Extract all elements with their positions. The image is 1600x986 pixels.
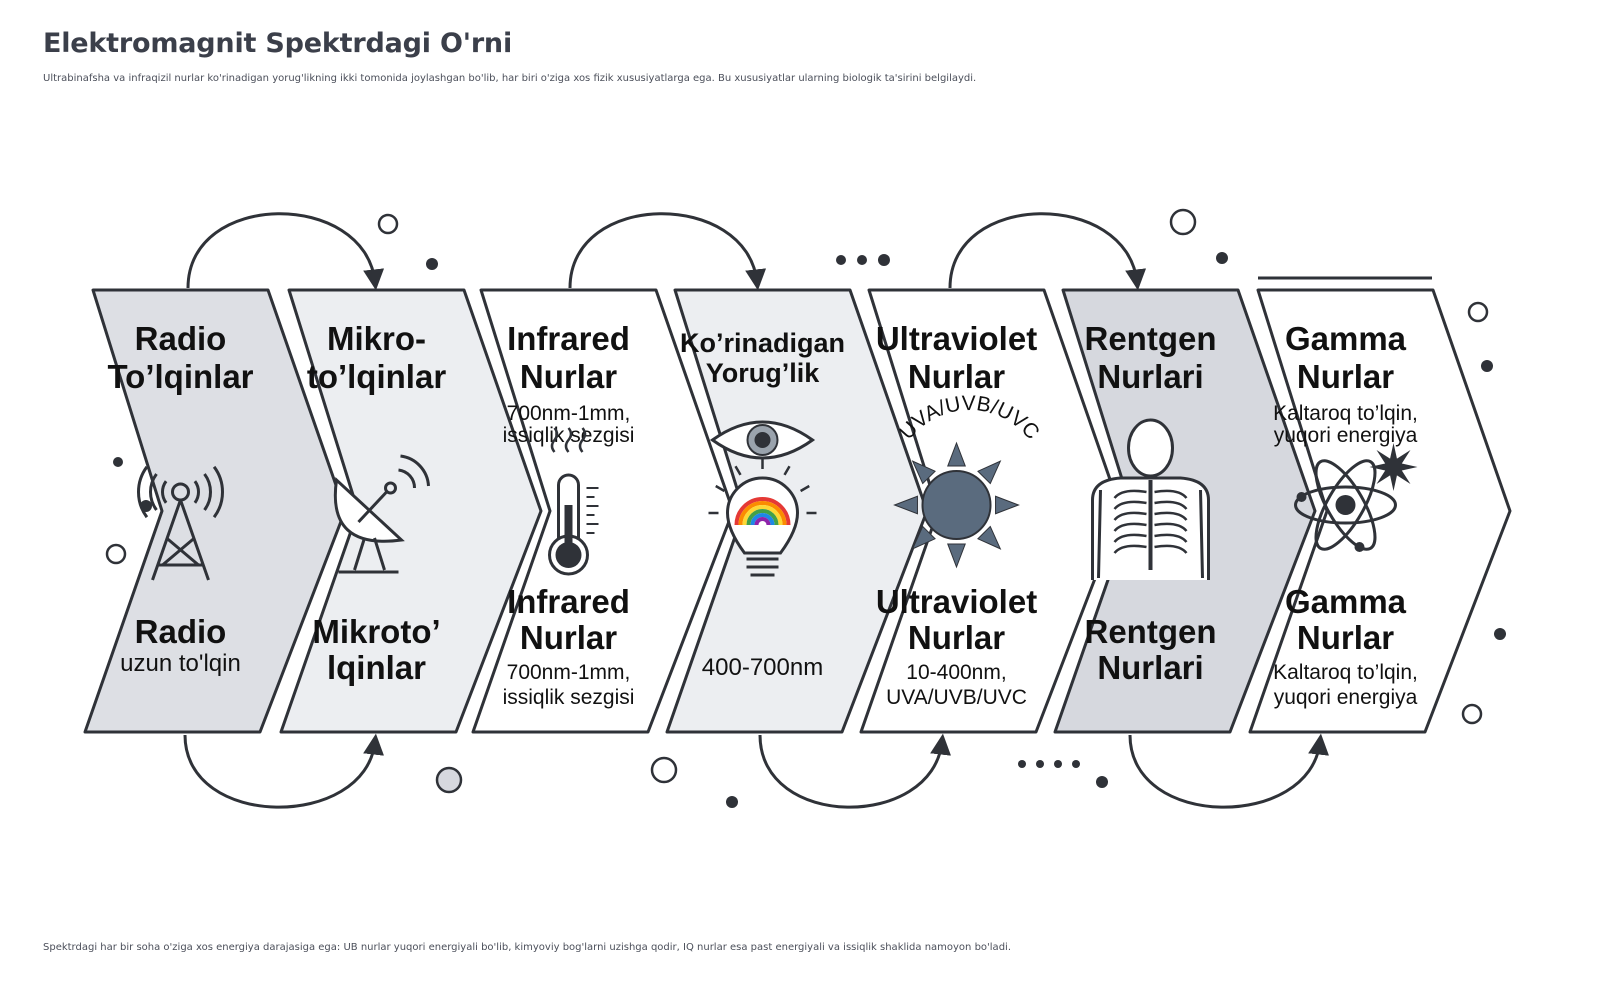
panel-ultraviolet-bottom-subtitle: 10-400nm, <box>906 661 1006 684</box>
panel-xray-bottom-title: Rentgen <box>1085 613 1217 650</box>
curved-arrow-bottom <box>183 733 384 809</box>
decor-dot <box>1169 208 1197 236</box>
panel-ultraviolet-bottom-title: Nurlar <box>908 619 1005 656</box>
decor-dot <box>1036 760 1044 768</box>
panel-visible-title: Ko’rinadigan <box>680 328 845 358</box>
panel-ultraviolet: UltravioletNurlarUVA/UVB/UVCUltravioletN… <box>859 288 1123 734</box>
decor-dot <box>426 258 438 270</box>
panel-microwave-bottom-title: Mikroto’ <box>312 613 440 650</box>
skeleton-icon <box>1091 418 1210 580</box>
decor-dot <box>857 255 867 265</box>
panel-ultraviolet-bottom-title: Ultraviolet <box>876 583 1037 620</box>
atom-burst-icon <box>1294 443 1418 552</box>
panel-xray-bottom-title: Nurlari <box>1097 649 1203 686</box>
panel-radio-title: To’lqinlar <box>107 358 253 395</box>
thermometer-icon <box>548 427 599 576</box>
panel-visible-bottom-subtitle: 400-700nm <box>702 654 823 681</box>
panel-infrared-bottom-title: Nurlar <box>520 619 617 656</box>
decor-dot <box>726 796 738 808</box>
decorations <box>105 208 1506 809</box>
panel-gamma-bottom-title: Gamma <box>1285 583 1407 620</box>
panel-infrared-subtitle: 700nm-1mm, <box>507 402 631 425</box>
decor-dot <box>1018 760 1026 768</box>
panel-microwave-title: to’lqinlar <box>307 358 446 395</box>
panel-radio-shape <box>83 288 347 734</box>
panel-infrared-title: Infrared <box>507 320 630 357</box>
decor-dot <box>435 766 463 794</box>
panel-infrared-subtitle: issiqlik sezgisi <box>503 424 635 447</box>
panel-radio-title: Radio <box>135 320 227 357</box>
panel-infrared-bottom-subtitle: issiqlik sezgisi <box>503 686 635 709</box>
panel-microwave-title: Mikro- <box>327 320 426 357</box>
panel-infrared-bottom-subtitle: 700nm-1mm, <box>507 661 631 684</box>
sun-icon <box>893 441 1020 569</box>
panel-gamma-bottom-subtitle: Kaltaroq to’lqin, <box>1273 661 1418 684</box>
eye-lightbulb-icon <box>708 420 817 577</box>
decor-dot <box>377 213 399 235</box>
decor-dot <box>836 255 846 265</box>
decor-dot <box>1072 760 1080 768</box>
panel-gamma-subtitle: Kaltaroq to’lqin, <box>1273 402 1418 425</box>
panel-visible-title: Yorug’lik <box>706 358 820 388</box>
curved-arrow-bottom <box>758 733 951 809</box>
curved-arrow-bottom <box>1128 733 1329 809</box>
page-subtitle: Ultrabinafsha va infraqizil nurlar ko'ri… <box>43 73 977 84</box>
decor-dot <box>1216 252 1228 264</box>
decor-dot <box>1467 301 1489 323</box>
page-title: Elektromagnit Spektrdagi O'rni <box>43 28 513 59</box>
decor-dot <box>105 543 127 565</box>
decor-dot <box>1054 760 1062 768</box>
radio-tower-icon <box>137 465 224 581</box>
decor-dot <box>1481 360 1493 372</box>
panel-gamma-title: Nurlar <box>1297 358 1394 395</box>
panel-radio-bottom-subtitle: uzun to'lqin <box>120 650 241 677</box>
decor-dot <box>1461 703 1483 725</box>
panel-ultraviolet-bottom-subtitle: UVA/UVB/UVC <box>886 686 1027 709</box>
decor-dot <box>1494 628 1506 640</box>
satellite-dish-icon <box>333 454 430 574</box>
panel-ultraviolet-title: Ultraviolet <box>876 320 1037 357</box>
panel-microwave-bottom-title: lqinlar <box>327 649 426 686</box>
panel-xray-title: Rentgen <box>1085 320 1217 357</box>
panel-gamma-bottom-subtitle: yuqori energiya <box>1274 686 1418 709</box>
panel-gamma-bottom-title: Nurlar <box>1297 619 1394 656</box>
decor-dot <box>1096 776 1108 788</box>
decor-dot <box>878 254 890 266</box>
panel-xray-title: Nurlari <box>1097 358 1203 395</box>
panel-infrared-title: Nurlar <box>520 358 617 395</box>
panel-radio-bottom-title: Radio <box>135 613 227 650</box>
panel-infrared-bottom-title: Infrared <box>507 583 630 620</box>
curved-arrow-top <box>568 212 767 291</box>
panel-gamma-subtitle: yuqori energiya <box>1274 424 1418 447</box>
curved-arrow-top <box>948 212 1147 291</box>
panel-gamma-title: Gamma <box>1285 320 1407 357</box>
panel-ultraviolet-title: Nurlar <box>908 358 1005 395</box>
decor-dot <box>113 457 123 467</box>
curved-arrow-top <box>186 212 385 291</box>
footer-note: Spektrdagi har bir soha o'ziga xos energ… <box>43 942 1011 953</box>
panel-infrared-shape <box>471 288 735 734</box>
decor-dot <box>650 756 678 784</box>
